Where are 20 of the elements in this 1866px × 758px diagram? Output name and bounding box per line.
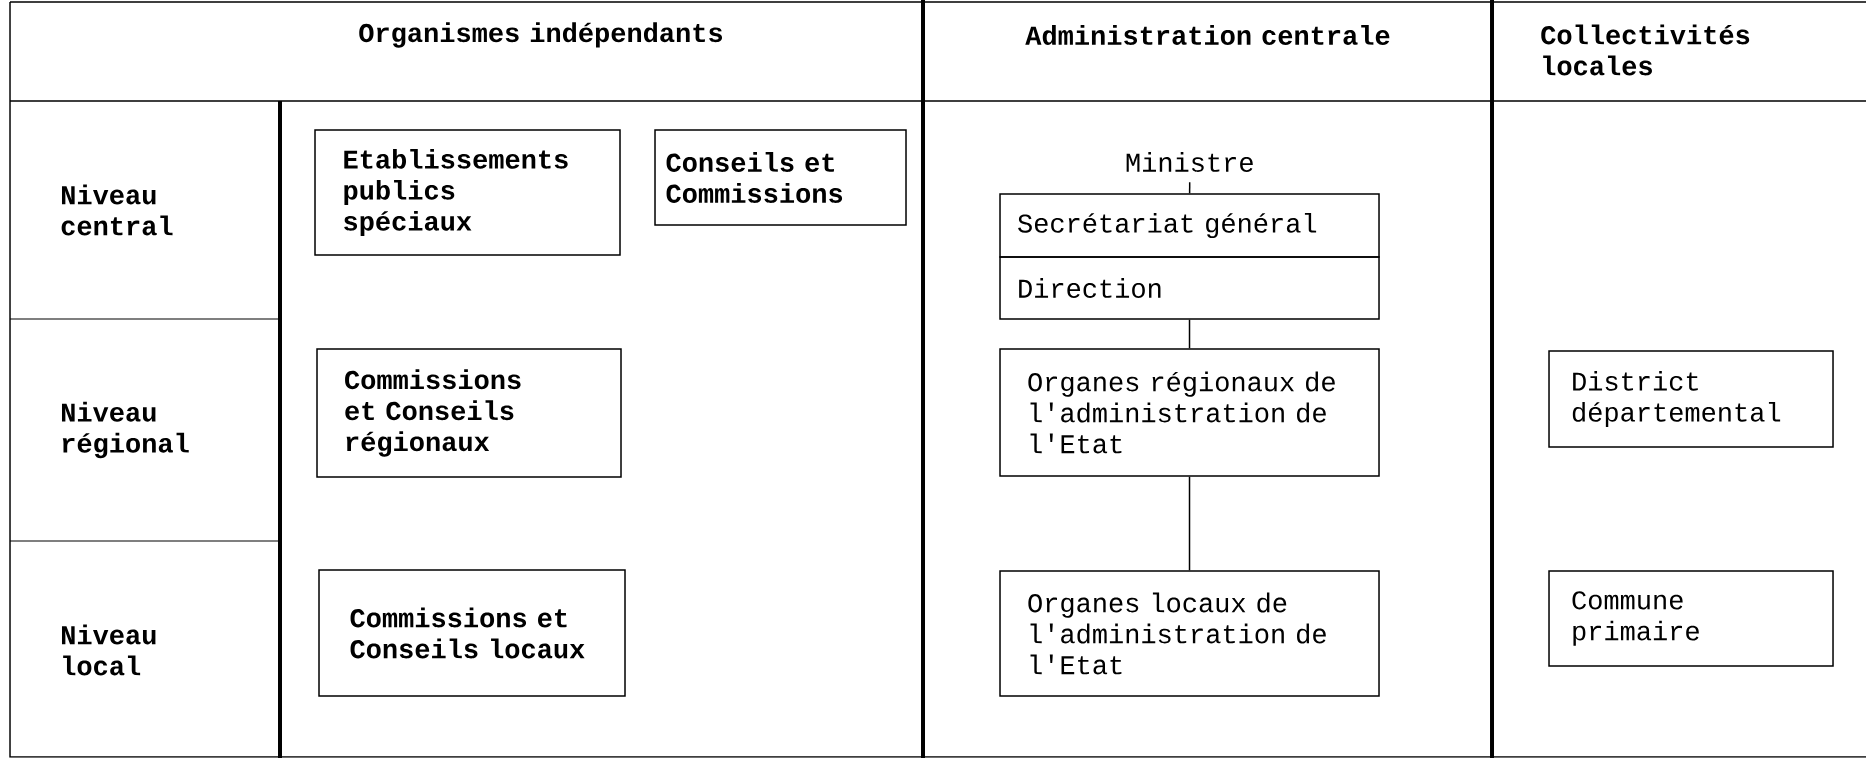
org-box: Secrétariat général [999, 193, 1380, 258]
org-box: Organes régionaux de l'administration de l'Etat [999, 348, 1380, 477]
row-heading: Niveau local [62, 624, 156, 676]
column-heading: Administration centrale [1025, 25, 1390, 45]
org-box: Organes locaux de l'administration de l'Etat [999, 570, 1380, 697]
bare-text: Ministre [1126, 152, 1253, 172]
column-heading: Organismes indépendants [359, 22, 722, 48]
org-box: Conseils et Commissions [654, 129, 907, 226]
org-box: Commissions et Conseils régionaux [316, 348, 622, 478]
connector-line [1188, 319, 1191, 349]
org-box: District départemental [1548, 350, 1834, 448]
connector-line [1188, 181, 1191, 194]
org-box: Etablissements publics spéciaux [314, 129, 621, 256]
org-box: Commune primaire [1548, 570, 1834, 667]
row-heading: Niveau central [61, 184, 173, 236]
org-box: Commissions et Conseils locaux [318, 569, 626, 697]
column-heading: Collectivités locales [1541, 24, 1750, 76]
row-heading: Niveau régional [62, 401, 189, 459]
org-box: Direction [999, 256, 1380, 320]
connector-line [1188, 476, 1191, 571]
